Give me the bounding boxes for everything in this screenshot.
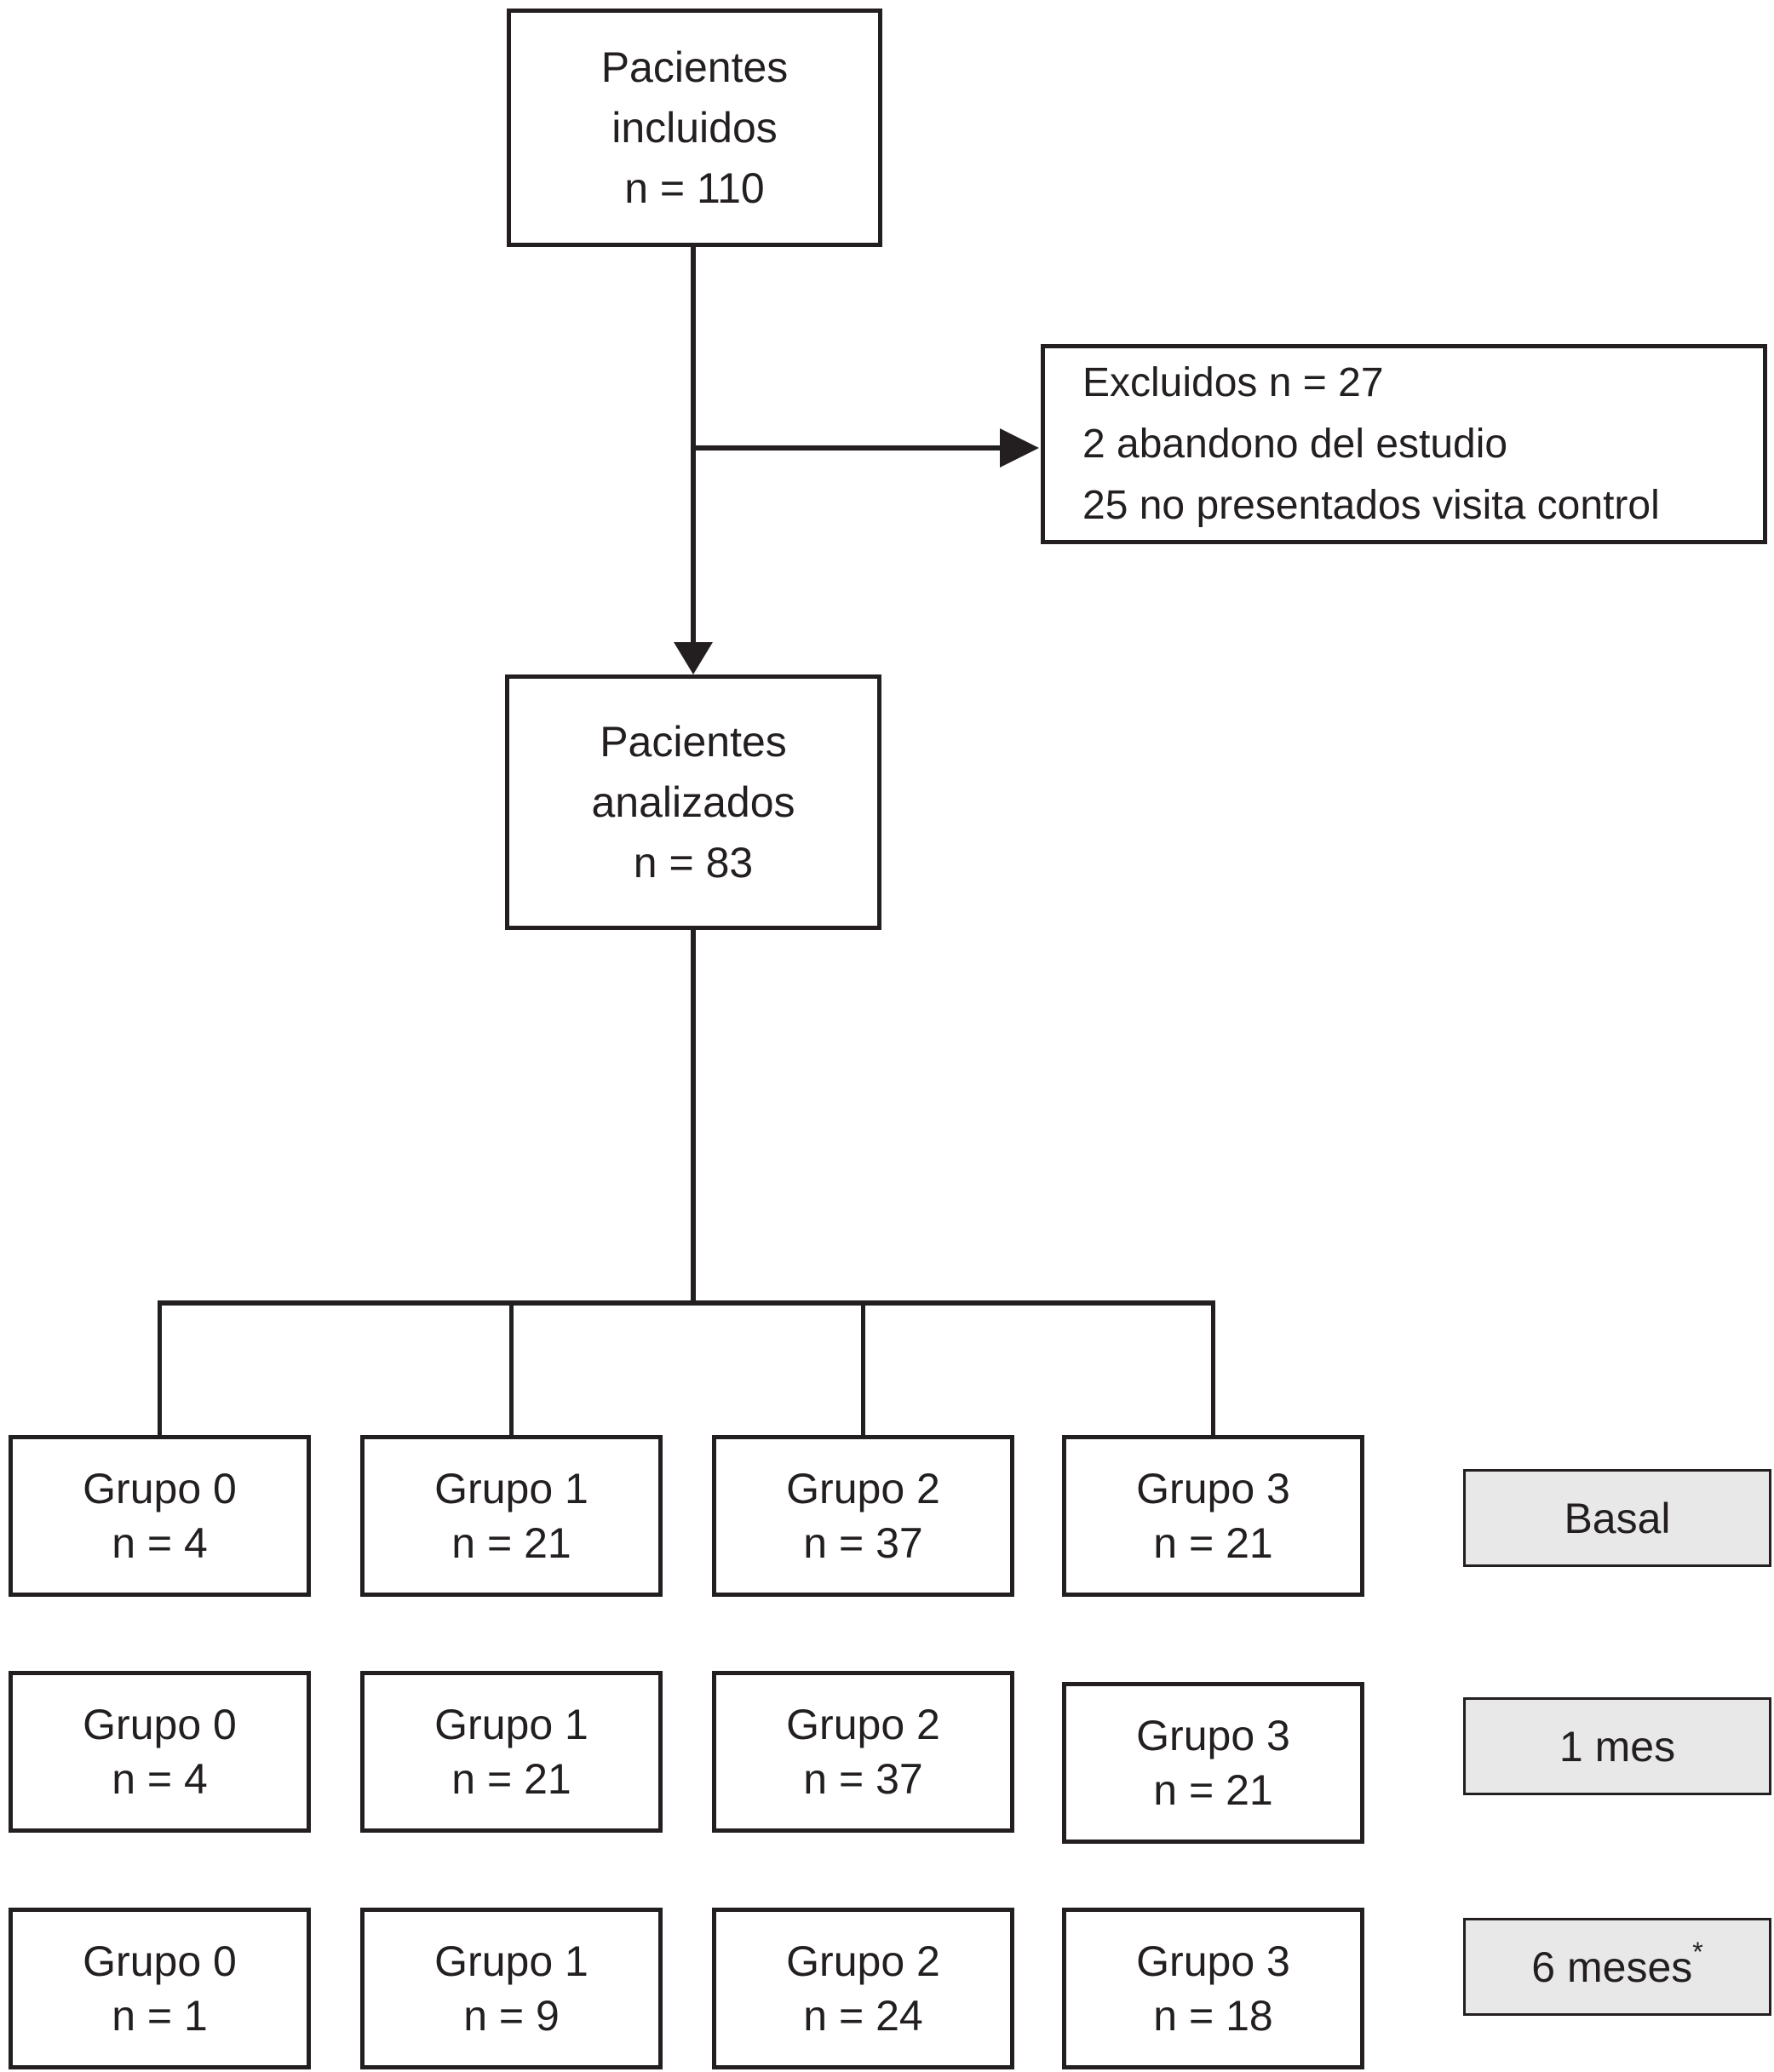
included-patients-box: Pacientes incluidos n = 110 <box>507 9 882 247</box>
timepoint-label-1mes: 1 mes <box>1463 1697 1771 1795</box>
analyzed-line-2: analizados <box>591 778 795 826</box>
group-count: n = 21 <box>451 1755 571 1803</box>
group-count: n = 21 <box>1153 1766 1273 1814</box>
timepoint-text: 1 mes <box>1559 1722 1676 1771</box>
group-name: Grupo 1 <box>434 1937 588 1985</box>
group-name: Grupo 2 <box>786 1701 940 1748</box>
group-count: n = 18 <box>1153 1992 1273 2040</box>
group-box-6meses-grupo2: Grupo 2 n = 24 <box>712 1908 1014 2069</box>
group-box-basal-grupo2: Grupo 2 n = 37 <box>712 1435 1014 1597</box>
group-count: n = 4 <box>112 1519 208 1567</box>
group-count: n = 4 <box>112 1755 208 1803</box>
included-line-2: incluidos <box>611 103 778 152</box>
included-count: n = 110 <box>624 164 765 212</box>
group-box-6meses-grupo3: Grupo 3 n = 18 <box>1062 1908 1364 2069</box>
group-box-basal-grupo1: Grupo 1 n = 21 <box>360 1435 663 1597</box>
branch-drop-line-group3 <box>1211 1300 1215 1437</box>
group-count: n = 9 <box>463 1992 560 2040</box>
right-arrowhead-icon <box>1000 428 1039 468</box>
group-name: Grupo 3 <box>1136 1465 1290 1512</box>
excluded-total: Excluidos n = 27 <box>1082 359 1384 405</box>
group-box-6meses-grupo0: Grupo 0 n = 1 <box>9 1908 311 2069</box>
group-count: n = 21 <box>451 1519 571 1567</box>
group-box-1mes-grupo2: Grupo 2 n = 37 <box>712 1671 1014 1833</box>
excluded-reason-1: 2 abandono del estudio <box>1082 421 1508 467</box>
group-count: n = 37 <box>803 1519 923 1567</box>
analyzed-patients-box: Pacientes analizados n = 83 <box>505 674 881 930</box>
excluded-box: Excluidos n = 27 2 abandono del estudio … <box>1041 344 1767 544</box>
group-name: Grupo 2 <box>786 1465 940 1512</box>
timepoint-text: 6 meses <box>1531 1943 1693 1991</box>
group-count: n = 21 <box>1153 1519 1273 1567</box>
group-name: Grupo 1 <box>434 1701 588 1748</box>
group-name: Grupo 3 <box>1136 1937 1290 1985</box>
timepoint-label-6meses: 6 meses* <box>1463 1918 1771 2016</box>
group-name: Grupo 2 <box>786 1937 940 1985</box>
group-name: Grupo 3 <box>1136 1712 1290 1759</box>
group-box-6meses-grupo1: Grupo 1 n = 9 <box>360 1908 663 2069</box>
group-count: n = 24 <box>803 1992 923 2040</box>
group-name: Grupo 0 <box>83 1465 237 1512</box>
branch-drop-line-group0 <box>158 1300 162 1437</box>
group-box-basal-grupo3: Grupo 3 n = 21 <box>1062 1435 1364 1597</box>
group-count: n = 37 <box>803 1755 923 1803</box>
excluded-branch-line <box>693 445 1000 451</box>
group-count: n = 1 <box>112 1992 208 2040</box>
group-name: Grupo 0 <box>83 1937 237 1985</box>
branch-drop-line-group1 <box>509 1300 514 1437</box>
timepoint-text: Basal <box>1564 1494 1671 1542</box>
down-arrowhead-icon <box>674 642 713 674</box>
excluded-reason-2: 25 no presentados visita control <box>1082 482 1660 528</box>
group-name: Grupo 1 <box>434 1465 588 1512</box>
analyzed-count: n = 83 <box>633 838 754 887</box>
group-name: Grupo 0 <box>83 1701 237 1748</box>
group-box-basal-grupo0: Grupo 0 n = 4 <box>9 1435 311 1597</box>
analyzed-to-branch-line <box>691 928 696 1303</box>
group-box-1mes-grupo1: Grupo 1 n = 21 <box>360 1671 663 1833</box>
group-box-1mes-grupo3: Grupo 3 n = 21 <box>1062 1682 1364 1844</box>
included-line-1: Pacientes <box>600 43 789 91</box>
analyzed-line-1: Pacientes <box>600 717 787 766</box>
included-to-analyzed-line <box>691 245 696 642</box>
branch-horizontal-line <box>158 1300 1215 1306</box>
branch-drop-line-group2 <box>861 1300 865 1437</box>
timepoint-label-basal: Basal <box>1463 1469 1771 1567</box>
group-box-1mes-grupo0: Grupo 0 n = 4 <box>9 1671 311 1833</box>
